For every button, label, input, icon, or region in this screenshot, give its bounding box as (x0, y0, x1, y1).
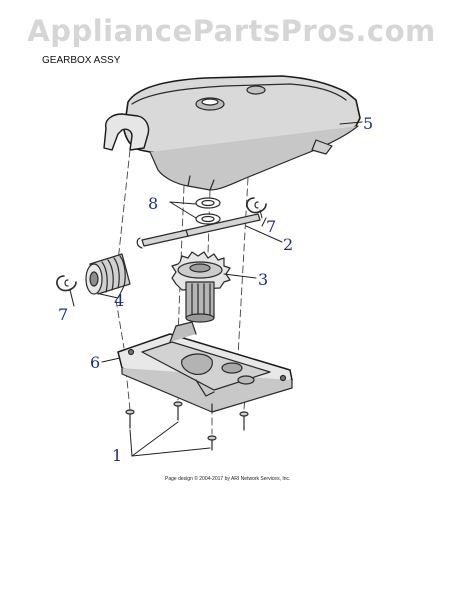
site-title: AppliancePartsPros.com (27, 14, 436, 48)
callout-2: 2 (283, 235, 293, 254)
gearbox-cover (103, 75, 361, 191)
diagram-title: GEARBOX ASSY (42, 55, 121, 66)
leader-lines (69, 121, 363, 457)
worm-gear (85, 253, 131, 295)
callout-8: 8 (148, 194, 158, 213)
retaining-clip-left (56, 275, 77, 292)
gearbox-base (117, 321, 293, 413)
washers (195, 197, 221, 225)
callout-5: 5 (363, 114, 373, 133)
drive-gear (171, 251, 231, 323)
worm-shaft (136, 213, 261, 249)
retaining-clip-right (246, 197, 267, 214)
callout-7-left: 7 (58, 305, 68, 324)
callout-6: 6 (90, 353, 100, 372)
callout-4: 4 (114, 291, 124, 310)
screws (125, 401, 249, 451)
copyright-notice: Page design © 2004-2017 by ARI Network S… (165, 476, 291, 482)
callout-3: 3 (258, 270, 268, 289)
callout-1: 1 (112, 446, 122, 465)
callout-7-right: 7 (266, 217, 276, 236)
